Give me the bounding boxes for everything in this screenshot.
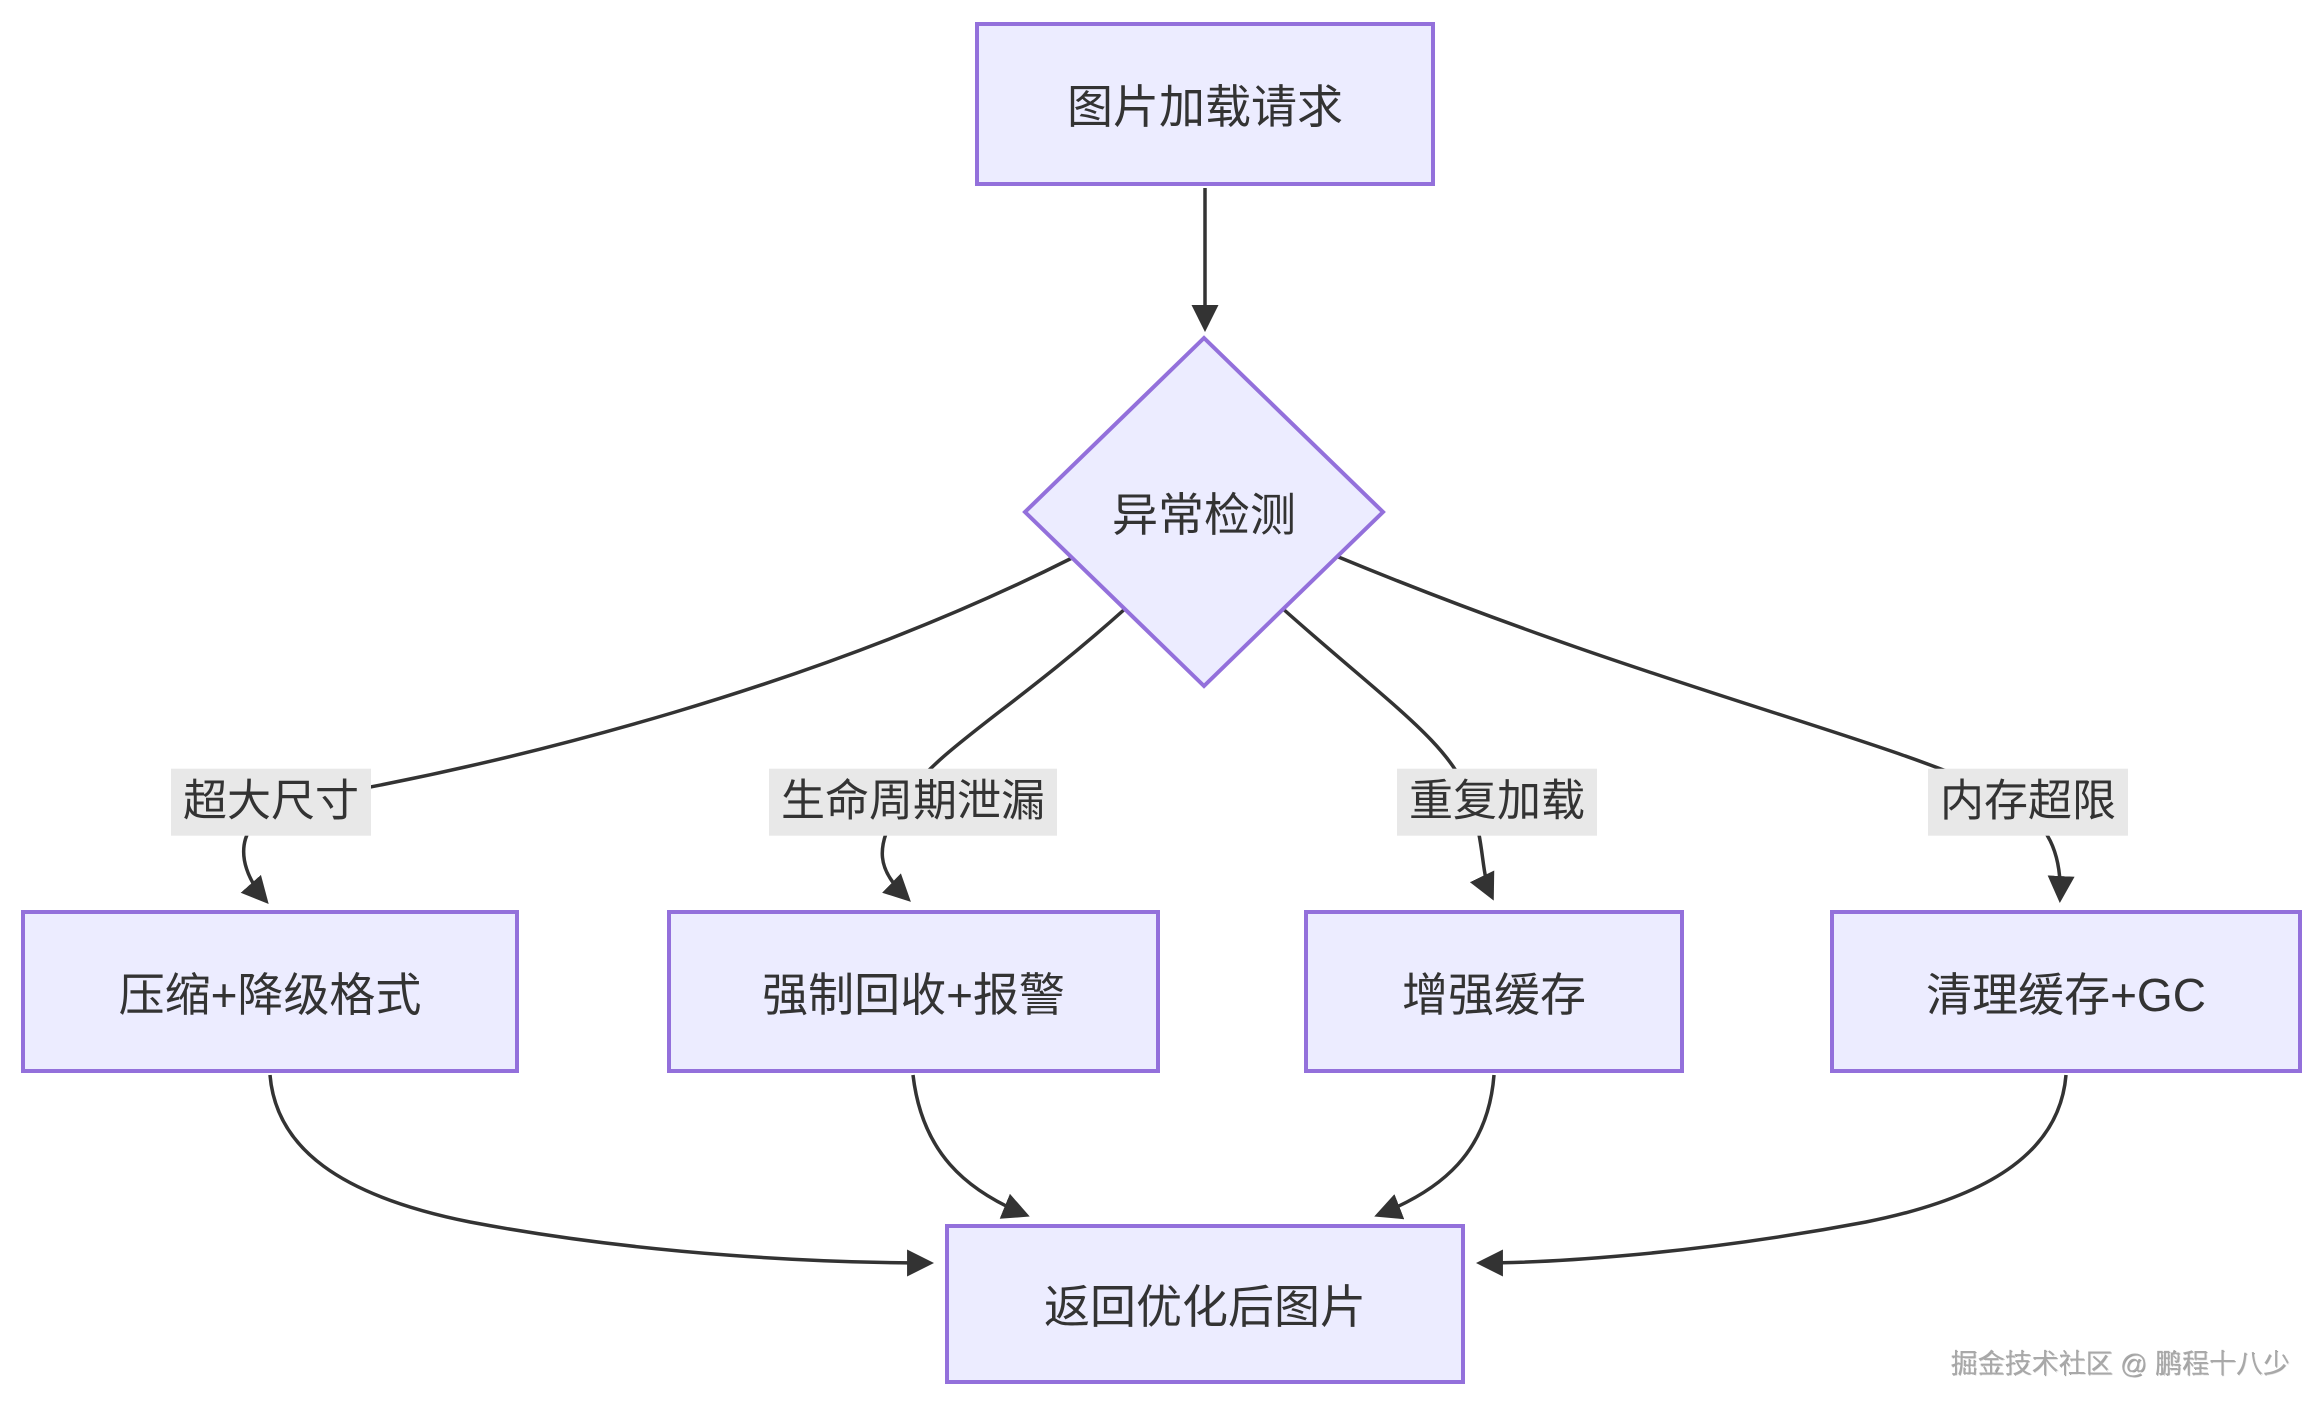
node-action3: 增强缓存 bbox=[1304, 910, 1684, 1073]
edge-decision-action2 bbox=[880, 606, 1128, 902]
node-decision-diamond bbox=[1022, 335, 1386, 689]
edge-label-lifecycle-leak: 生命周期泄漏 bbox=[769, 768, 1057, 836]
edge-decision-action3 bbox=[1280, 606, 1495, 901]
node-start: 图片加载请求 bbox=[975, 22, 1435, 186]
edge-action1-end bbox=[268, 1074, 935, 1277]
node-start-label: 图片加载请求 bbox=[1067, 81, 1343, 133]
node-action1-label: 压缩+降级格式 bbox=[118, 968, 422, 1021]
edge-decision-action1 bbox=[240, 556, 1073, 905]
edge-label-memory-limit: 内存超限 bbox=[1928, 768, 2128, 836]
node-action4: 清理缓存+GC bbox=[1830, 910, 2302, 1073]
edge-decision-action4 bbox=[1335, 554, 2075, 904]
node-end: 返回优化后图片 bbox=[945, 1224, 1465, 1384]
edge-action4-end bbox=[1475, 1074, 2068, 1277]
edge-label-oversize: 超大尺寸 bbox=[171, 768, 371, 836]
watermark-text: 掘金技术社区 @ 鹏程十八少 bbox=[1950, 1349, 2290, 1379]
node-action1: 压缩+降级格式 bbox=[21, 910, 519, 1073]
node-action2-label: 强制回收+报警 bbox=[762, 968, 1065, 1021]
edge-label-duplicate-load: 重复加载 bbox=[1397, 768, 1597, 836]
node-decision-label: 异常检测 bbox=[1112, 489, 1296, 541]
node-action2: 强制回收+报警 bbox=[667, 910, 1160, 1073]
node-end-label: 返回优化后图片 bbox=[1044, 1281, 1366, 1333]
edge-action2-end bbox=[911, 1074, 1030, 1219]
edge-action3-end bbox=[1374, 1074, 1496, 1220]
node-action4-label: 清理缓存+GC bbox=[1926, 968, 2206, 1021]
node-action3-label: 增强缓存 bbox=[1402, 968, 1586, 1021]
node-decision: 异常检测 bbox=[1054, 480, 1354, 544]
